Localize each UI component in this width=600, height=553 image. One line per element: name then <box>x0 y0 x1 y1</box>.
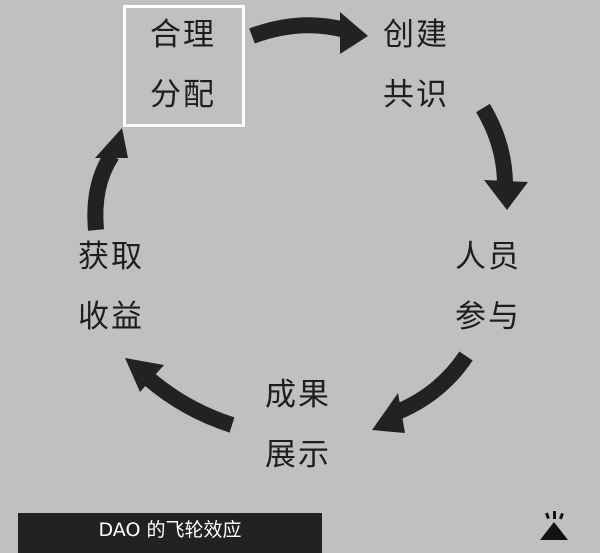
node-line: 共识 <box>383 77 449 113</box>
arrow-2 <box>476 103 513 186</box>
node-showcase: 成果 展示 <box>265 365 331 485</box>
node-line: 展示 <box>265 437 331 473</box>
node-line: 合理 <box>150 17 216 53</box>
node-line: 分配 <box>150 77 216 113</box>
node-line: 创建 <box>383 17 449 53</box>
node-line: 参与 <box>455 299 521 335</box>
node-line: 获取 <box>78 239 144 275</box>
node-earnings: 获取 收益 <box>78 227 144 347</box>
caption-bar: DAO 的飞轮效应 <box>18 513 322 553</box>
highlight-box <box>123 5 245 127</box>
arrow-1-head <box>340 12 368 54</box>
node-participation: 人员 参与 <box>455 227 521 347</box>
cycle-arrows <box>87 12 528 433</box>
caption-text: DAO 的飞轮效应 <box>98 519 242 541</box>
node-consensus: 创建 共识 <box>383 5 449 125</box>
arrow-1 <box>249 17 348 44</box>
arrow-5-head <box>95 128 128 158</box>
node-line: 成果 <box>265 377 331 413</box>
arrow-4-head <box>125 358 164 392</box>
node-line: 收益 <box>78 299 144 335</box>
logo-icon <box>540 511 568 540</box>
node-allocate: 合理 分配 <box>150 5 216 125</box>
arrow-2-head <box>484 180 528 210</box>
arrow-3-head <box>372 393 405 433</box>
arrow-3 <box>391 351 473 421</box>
arrow-4 <box>142 371 235 433</box>
arrow-5 <box>87 150 119 231</box>
node-line: 人员 <box>455 239 521 275</box>
